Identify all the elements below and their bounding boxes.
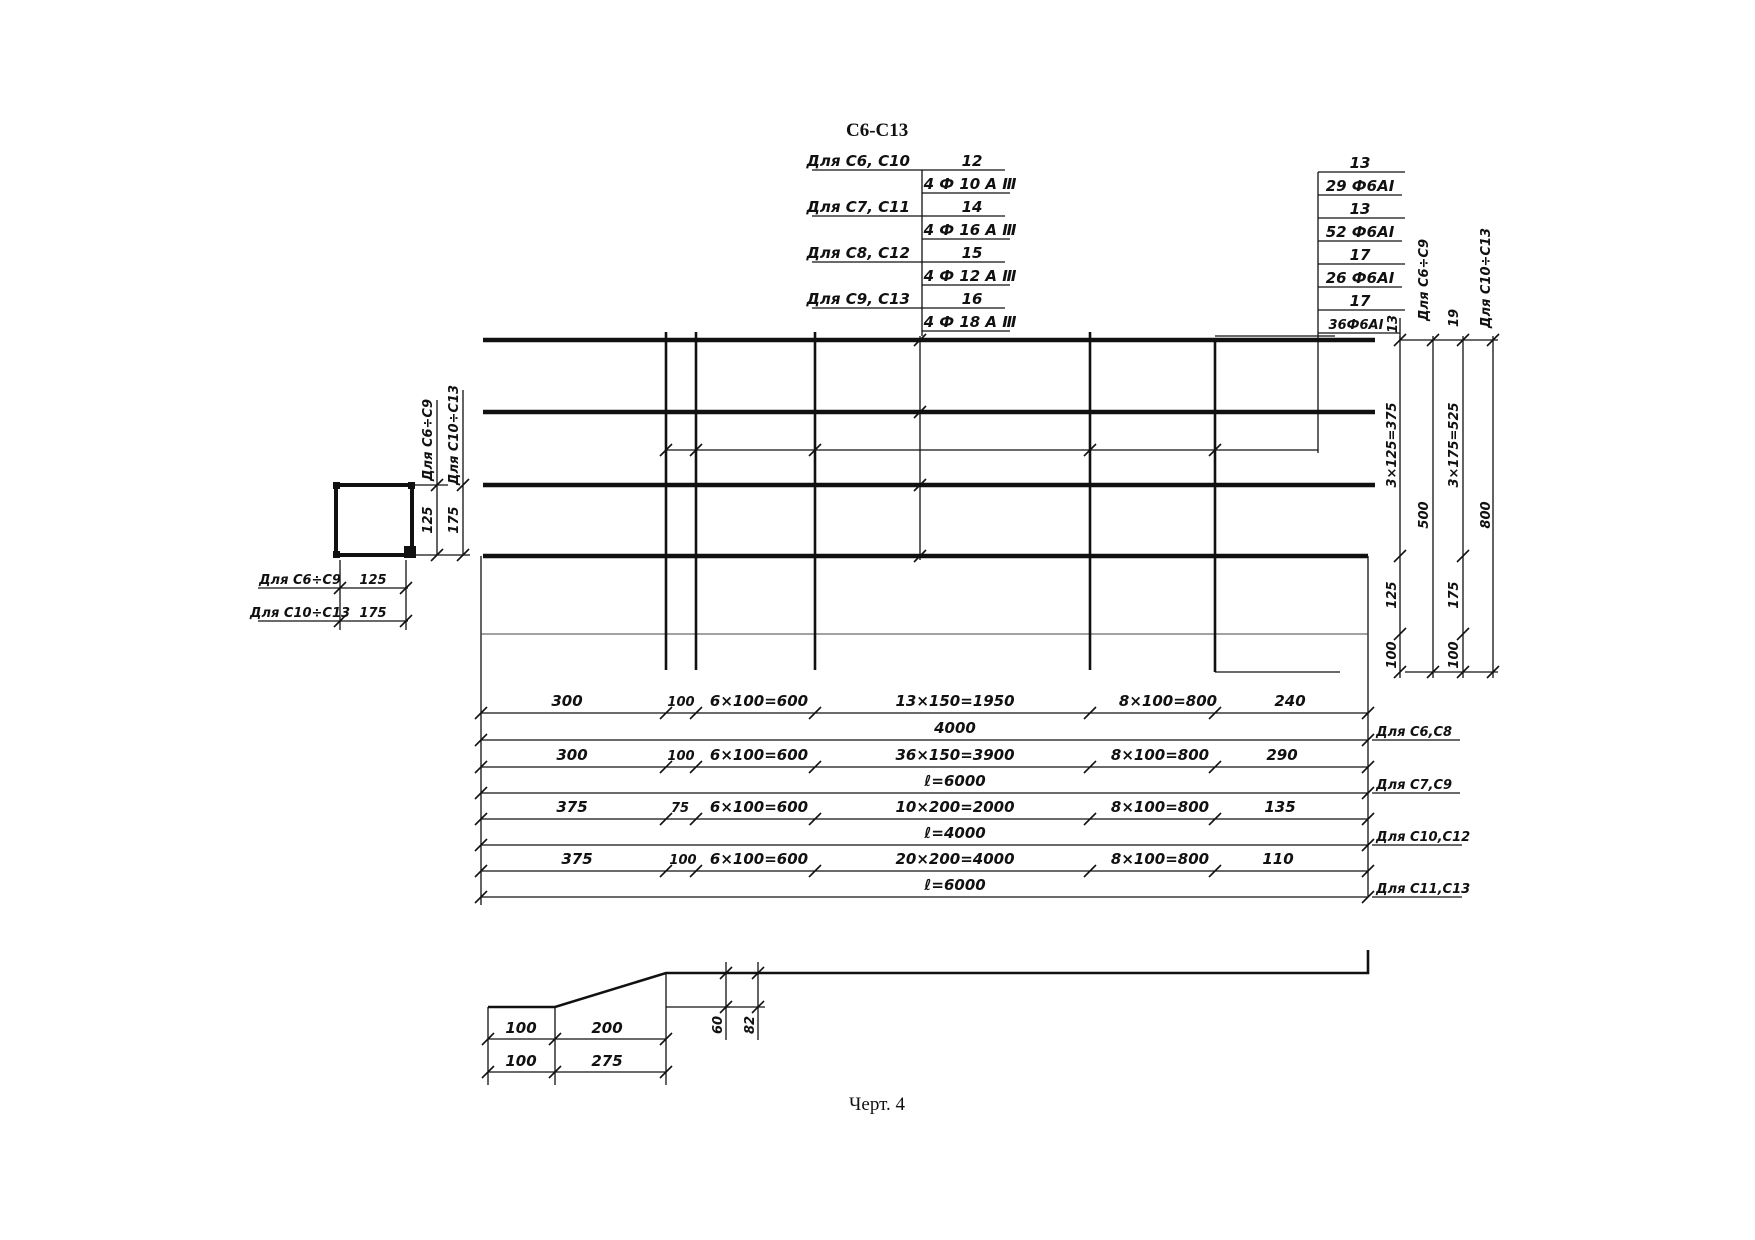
right-col2-top: 3×175=525 — [1447, 402, 1462, 487]
row2-d: 36×150=3900 — [895, 746, 1014, 764]
bars-row-4-label: Для С9, С13 — [806, 290, 910, 308]
row2-f: 290 — [1266, 746, 1297, 764]
bars-row-3-label: Для С8, С12 — [806, 244, 910, 262]
right-col1-mid: 500 — [1417, 501, 1432, 528]
bars-row-1-label: Для С6, С10 — [806, 152, 910, 170]
row1-e: 8×100=800 — [1119, 692, 1217, 710]
bars-row-1-pos: 12 — [962, 152, 983, 170]
row1-b: 100 — [667, 695, 694, 710]
row2-a: 300 — [556, 746, 587, 764]
row4-d: 20×200=4000 — [895, 850, 1014, 868]
row3-b: 75 — [671, 801, 689, 816]
bottom-row2-a: 100 — [505, 1052, 536, 1070]
row4-e: 8×100=800 — [1111, 850, 1209, 868]
section-v1: 125 — [421, 506, 436, 533]
stirrups-row-1-pos: 13 — [1350, 154, 1371, 172]
bars-row-2-spec: 4 Ф 16 А Ⅲ — [923, 221, 1017, 239]
stirrups-side-pos: 13 — [1386, 315, 1401, 333]
right-col1-low: 125 — [1385, 581, 1400, 608]
right-label-c6-c9: Для С6÷С9 — [1417, 239, 1432, 322]
bars-row-4-spec: 4 Ф 18 А Ⅲ — [923, 313, 1017, 331]
bottom-row2-b: 275 — [591, 1052, 622, 1070]
bottom-v1: 60 — [711, 1016, 726, 1034]
cross-section: Для С6÷С9 Для С10÷С13 125 175 Для С6÷С9 … — [249, 385, 470, 630]
drawing-title: С6-С13 — [846, 120, 908, 141]
row3-label: Для С10,С12 — [1375, 830, 1470, 845]
right-col2-low: 175 — [1447, 581, 1462, 608]
row3-f: 135 — [1264, 798, 1295, 816]
elevation — [480, 332, 1375, 905]
bars-row-1-spec: 4 Ф 10 А Ⅲ — [923, 175, 1017, 193]
right-col1-bottom: 100 — [1385, 641, 1400, 668]
bars-row-2-label: Для С7, С11 — [806, 198, 910, 216]
right-col2-mid: 800 — [1479, 501, 1494, 528]
right-col1-top: 3×125=375 — [1385, 402, 1400, 487]
row3-total: ℓ=4000 — [923, 824, 985, 842]
row1-c: 6×100=600 — [710, 692, 808, 710]
section-row2-label: Для С10÷С13 — [249, 606, 350, 621]
section-label-c6-c9: Для С6÷С9 — [421, 399, 436, 482]
row2-e: 8×100=800 — [1111, 746, 1209, 764]
section-v2: 175 — [447, 506, 462, 533]
bars-row-3-pos: 15 — [962, 244, 983, 262]
stirrups-row-4-spec: 36Ф6АⅠ — [1329, 318, 1384, 333]
row3-e: 8×100=800 — [1111, 798, 1209, 816]
right-pos: 19 — [1447, 309, 1462, 327]
stirrups-row-2-pos: 13 — [1350, 200, 1371, 218]
row3-a: 375 — [556, 798, 587, 816]
bottom-row1-a: 100 — [505, 1019, 536, 1037]
stirrups-row-2-spec: 52 Ф6АⅠ — [1326, 223, 1395, 241]
right-label-c10-c13: Для С10÷С13 — [1479, 228, 1494, 329]
section-row1-value: 125 — [359, 573, 386, 588]
bent-bar-detail: 100 200 100 275 60 82 — [481, 950, 1370, 1085]
bars-row-4-pos: 16 — [962, 290, 983, 308]
drawing-caption: Черт. 4 — [849, 1094, 905, 1115]
row4-f: 110 — [1262, 850, 1293, 868]
row2-total: ℓ=6000 — [923, 772, 985, 790]
stirrups-row-4-pos: 17 — [1350, 292, 1371, 310]
bars-table: Для С6, С10 12 4 Ф 10 А Ⅲ Для С7, С11 14… — [806, 152, 1017, 336]
row3-c: 6×100=600 — [710, 798, 808, 816]
row4-total: ℓ=6000 — [923, 876, 985, 894]
row4-a: 375 — [561, 850, 592, 868]
row1-d: 13×150=1950 — [895, 692, 1014, 710]
row4-label: Для С11,С13 — [1375, 882, 1470, 897]
row1-f: 240 — [1274, 692, 1305, 710]
row4-c: 6×100=600 — [710, 850, 808, 868]
section-label-c10-c13: Для С10÷С13 — [447, 385, 462, 486]
bars-row-2-pos: 14 — [962, 198, 983, 216]
bottom-row1-b: 200 — [591, 1019, 622, 1037]
row2-label: Для С7,С9 — [1375, 778, 1452, 793]
bottom-v2: 82 — [743, 1016, 758, 1034]
section-row1-label: Для С6÷С9 — [258, 573, 341, 588]
row1-a: 300 — [551, 692, 582, 710]
row2-c: 6×100=600 — [710, 746, 808, 764]
stirrups-table: 13 29 Ф6АⅠ 13 52 Ф6АⅠ 17 26 Ф6АⅠ 17 36Ф6… — [1317, 154, 1405, 453]
row2-b: 100 — [667, 749, 694, 764]
stirrups-row-3-pos: 17 — [1350, 246, 1371, 264]
right-dimensions: Для С6÷С9 Для С10÷С13 19 3×125=375 500 1… — [1385, 228, 1500, 679]
row3-d: 10×200=2000 — [895, 798, 1014, 816]
row1-total: 4000 — [933, 719, 976, 737]
section-row2-value: 175 — [359, 606, 386, 621]
row1-label: Для С6,С8 — [1375, 725, 1452, 740]
bars-row-3-spec: 4 Ф 12 А Ⅲ — [923, 267, 1017, 285]
stirrups-row-3-spec: 26 Ф6АⅠ — [1326, 269, 1395, 287]
right-col2-bottom: 100 — [1447, 641, 1462, 668]
stirrups-row-1-spec: 29 Ф6АⅠ — [1326, 177, 1395, 195]
dimension-rows: 300 100 6×100=600 13×150=1950 8×100=800 … — [474, 692, 1470, 904]
row4-b: 100 — [669, 853, 696, 868]
